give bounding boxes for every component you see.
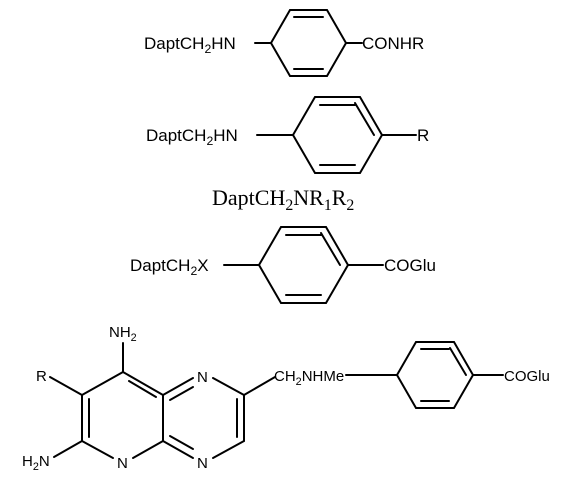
structure-1: DaptCH2HN CONHR xyxy=(144,9,424,77)
structure-4-pyrazine-nitrogen-bottom: N xyxy=(197,455,208,472)
structure-4: NH2 R N H2N N xyxy=(22,324,550,473)
structure-3-benzene-ring xyxy=(257,226,350,304)
general-formula: DaptCH2NR1R2 xyxy=(212,185,354,214)
structure-1-right-label: CONHR xyxy=(362,34,424,53)
structure-4-right-label: COGlu xyxy=(504,368,550,385)
structure-4-pyrazine-nitrogen-top: N xyxy=(197,369,208,386)
structure-4-r-group-label: R xyxy=(36,368,47,385)
structure-3-left-label: DaptCH2X xyxy=(130,256,209,278)
structure-3: DaptCH2X COGlu xyxy=(130,226,436,304)
structure-2-right-label: R xyxy=(417,126,429,145)
structure-1-left-label: DaptCH2HN xyxy=(144,34,236,56)
structure-4-linker-bond xyxy=(243,376,276,396)
structure-2-benzene-ring xyxy=(291,96,384,174)
structure-2-left-label: DaptCH2HN xyxy=(146,126,238,148)
structure-4-linker-label: CH2NHMe xyxy=(274,368,344,388)
structure-4-top-amine-label: NH2 xyxy=(109,324,137,344)
structure-1-benzene-ring xyxy=(269,9,348,77)
structure-4-pyridine-nitrogen: N xyxy=(117,455,128,472)
structure-4-r-group-bond xyxy=(49,376,83,396)
structure-4-pyrazine-ring xyxy=(162,377,245,459)
structure-3-right-label: COGlu xyxy=(384,256,436,275)
structure-2: DaptCH2HN R xyxy=(146,96,429,174)
structure-4-pyridine-ring xyxy=(81,371,164,459)
structure-4-bottom-amine-label: H2N xyxy=(22,453,50,473)
structure-4-benzene-ring xyxy=(395,341,475,409)
structure-4-bottom-amine-bond xyxy=(53,440,83,458)
